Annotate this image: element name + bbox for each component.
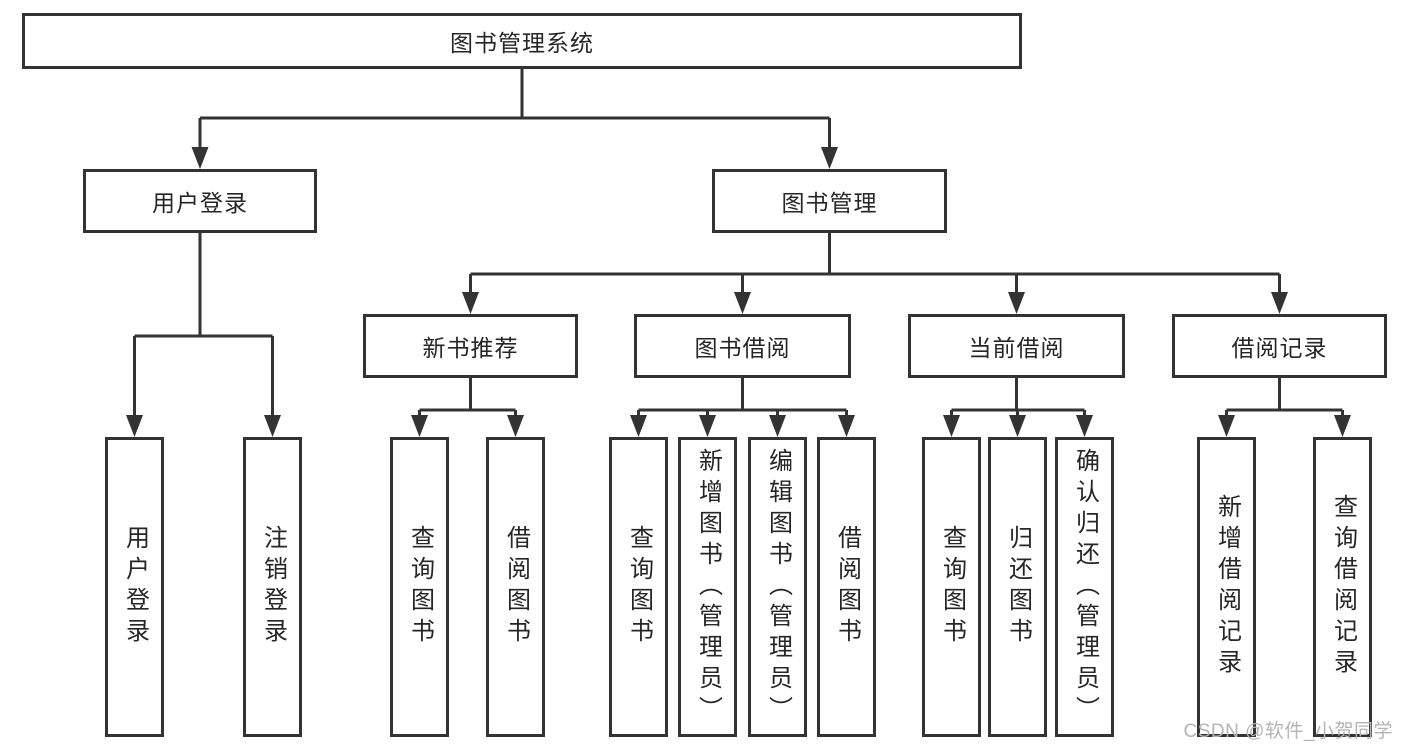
node-confirm-return-admin: 确认归还（管理员）	[1055, 437, 1114, 737]
node-logout-leaf: 注销登录	[243, 437, 302, 737]
node-query-borrow-record: 查询借阅记录	[1313, 437, 1372, 737]
node-edit-books-admin: 编辑图书（管理员）	[748, 437, 807, 737]
node-borrow-books-recommend: 借阅图书	[486, 437, 545, 737]
node-book-borrowing-label: 图书借阅	[694, 335, 791, 361]
node-book-management: 图书管理	[712, 169, 947, 233]
node-root: 图书管理系统	[22, 13, 1022, 69]
node-root-label: 图书管理系统	[450, 30, 594, 56]
node-user-login: 用户登录	[83, 169, 317, 233]
node-current-borrowing-label: 当前借阅	[968, 335, 1065, 361]
node-user-login-leaf: 用户登录	[105, 437, 164, 737]
node-return-books: 归还图书	[988, 437, 1047, 737]
node-add-borrow-record: 新增借阅记录	[1197, 437, 1256, 737]
node-query-books-recommend: 查询图书	[390, 437, 449, 737]
node-borrow-records-label: 借阅记录	[1231, 335, 1328, 361]
node-book-borrowing: 图书借阅	[634, 314, 851, 378]
node-query-books-borrowing: 查询图书	[609, 437, 668, 737]
node-borrow-records: 借阅记录	[1172, 314, 1387, 378]
node-new-book-recommend-label: 新书推荐	[422, 335, 519, 361]
node-user-login-label: 用户登录	[152, 190, 248, 216]
node-add-books-admin: 新增图书（管理员）	[678, 437, 737, 737]
node-current-borrowing: 当前借阅	[908, 314, 1125, 378]
node-borrow-books-borrowing: 借阅图书	[817, 437, 876, 737]
csdn-watermark: CSDN @软件_小贺同学	[1183, 721, 1393, 742]
node-book-management-label: 图书管理	[781, 190, 878, 216]
node-new-book-recommend: 新书推荐	[363, 314, 578, 378]
node-query-books-current: 查询图书	[922, 437, 981, 737]
